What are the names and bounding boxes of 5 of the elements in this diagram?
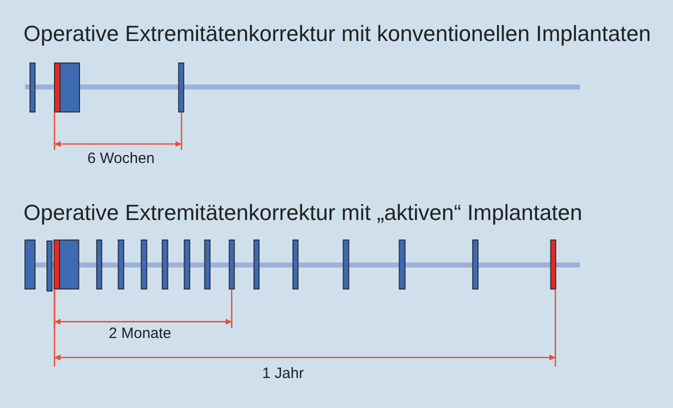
section-heading: Operative Extremitätenkorrektur mit „aktiven“ Implantaten (24, 202, 582, 224)
dimension-label: 1 Jahr (262, 366, 304, 382)
dimension-label: 6 Wochen (87, 150, 155, 166)
dimension-label: 2 Monate (108, 326, 172, 341)
section-heading: Operative Extremitätenkorrektur mit konventionellen Implantaten (24, 23, 651, 46)
